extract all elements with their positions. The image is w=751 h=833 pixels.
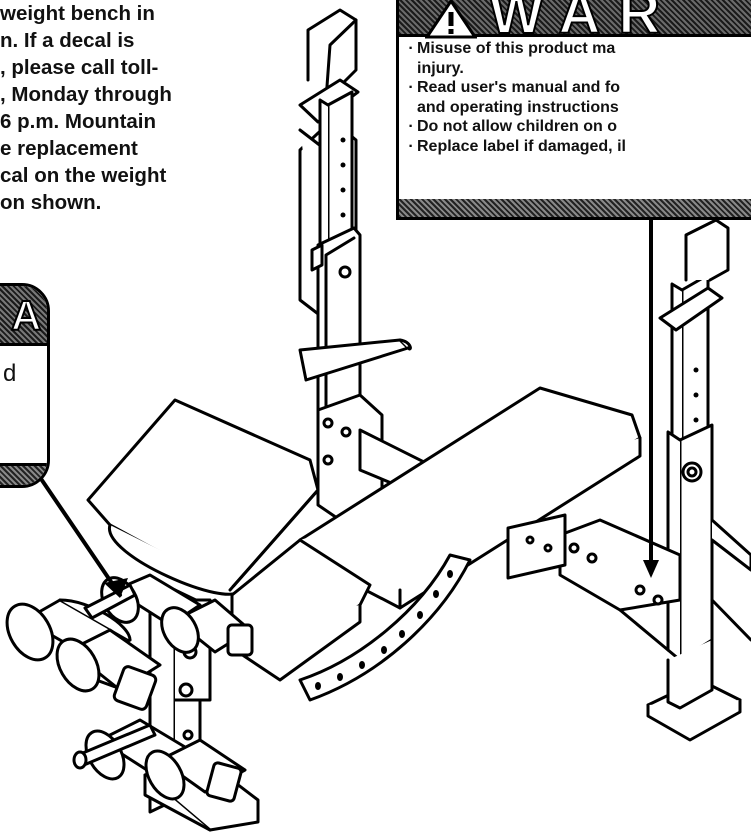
- warning-item: Misuse of this product ma: [405, 39, 626, 59]
- warning-items: Misuse of this product ma injury. Read u…: [405, 39, 626, 156]
- intro-line: on shown.: [0, 191, 102, 214]
- decal-band: [0, 463, 47, 485]
- decal-header: A: [0, 286, 47, 346]
- intro-line: , Monday through: [0, 83, 172, 106]
- decal-mark: A: [10, 291, 42, 340]
- warning-label-header: WAR: [399, 0, 751, 47]
- warning-item: Read user's manual and fo: [405, 78, 626, 98]
- intro-paragraph: weight bench in n. If a decal is , pleas…: [0, 0, 250, 216]
- warning-triangle-icon: [425, 0, 477, 39]
- intro-line: weight bench in: [0, 2, 155, 25]
- warning-item: Do not allow children on o: [405, 117, 626, 137]
- warning-item: Replace label if damaged, il: [405, 137, 626, 157]
- warning-item: injury.: [417, 59, 464, 77]
- intro-line: e replacement: [0, 137, 138, 160]
- decal-text: d: [3, 360, 17, 387]
- warning-label-band: [399, 199, 751, 217]
- warning-decal-small: A d: [0, 283, 50, 488]
- warning-item: and operating instructions: [417, 98, 619, 116]
- intro-line: n. If a decal is: [0, 29, 135, 52]
- warning-label: WAR Misuse of this product ma injury. Re…: [396, 0, 751, 220]
- intro-line: cal on the weight: [0, 164, 167, 187]
- intro-line: , please call toll-: [0, 56, 159, 79]
- intro-line: 6 p.m. Mountain: [0, 110, 157, 133]
